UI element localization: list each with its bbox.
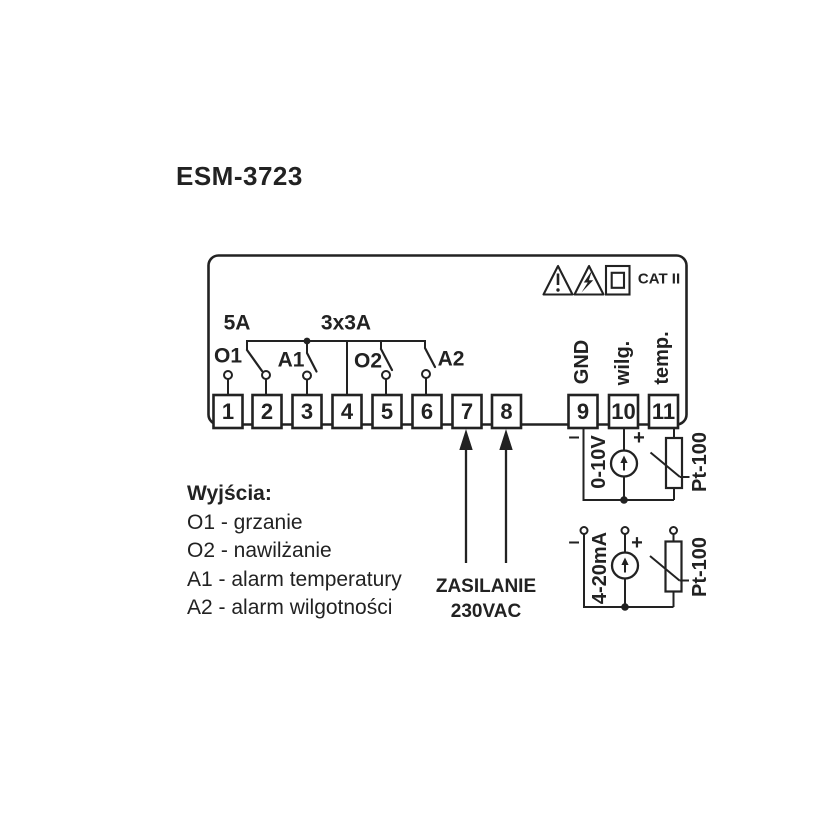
gnd-label: GND bbox=[571, 339, 593, 385]
voltage-probe-label: Pt-100 bbox=[689, 431, 711, 493]
terminal-9: 9 bbox=[576, 399, 590, 424]
output-a1-label: A1 bbox=[277, 348, 305, 372]
output-o2-label: O2 bbox=[353, 349, 383, 373]
power-supply-arrows bbox=[459, 429, 513, 563]
terminal-11: 11 bbox=[651, 399, 676, 424]
temperature-input-label: temp. bbox=[651, 331, 673, 385]
legend-item-o2: O2 - nawilżanie bbox=[187, 539, 332, 562]
current-plus-label: + bbox=[631, 532, 643, 554]
device-outline bbox=[207, 254, 688, 426]
legend-item-a2: A2 - alarm wilgotności bbox=[187, 596, 393, 619]
current-range-label: 4-20mA bbox=[589, 531, 611, 605]
cat-ii-label: CAT II bbox=[637, 270, 681, 288]
power-supply-line2: 230VAC bbox=[450, 601, 522, 622]
rating-5a-label: 5A bbox=[223, 311, 251, 335]
current-probe-label: Pt-100 bbox=[689, 536, 711, 598]
terminal-7: 7 bbox=[460, 399, 474, 424]
terminal-6: 6 bbox=[420, 399, 434, 424]
terminal-10: 10 bbox=[611, 399, 636, 424]
voltage-plus-label: + bbox=[633, 427, 645, 449]
terminal-3: 3 bbox=[300, 399, 314, 424]
current-sensor-circuit bbox=[579, 526, 689, 611]
terminal-8: 8 bbox=[500, 399, 513, 424]
rating-3x3a-label: 3x3A bbox=[320, 311, 372, 335]
voltage-sensor-circuit bbox=[582, 428, 690, 504]
outputs-legend: Wyjścia: O1 - grzanie O2 - nawilżanie A1… bbox=[187, 480, 402, 623]
relay-contacts bbox=[223, 337, 437, 396]
warning-triangle-icon bbox=[542, 264, 574, 296]
legend-item-o1: O1 - grzanie bbox=[187, 510, 303, 534]
terminal-5: 5 bbox=[380, 399, 394, 424]
voltage-range-label: 0-10V bbox=[588, 435, 610, 489]
page-title: ESM-3723 bbox=[176, 161, 303, 191]
high-voltage-triangle-icon bbox=[573, 264, 605, 296]
legend-item-a1: A1 - alarm temperatury bbox=[187, 567, 402, 591]
current-minus-label: – bbox=[568, 531, 580, 553]
terminal-4: 4 bbox=[340, 399, 354, 424]
legend-heading: Wyjścia: bbox=[187, 482, 272, 505]
humidity-input-label: wilg. bbox=[612, 340, 634, 386]
terminal-1: 1 bbox=[221, 399, 235, 424]
terminal-blocks bbox=[212, 393, 680, 430]
terminal-2: 2 bbox=[260, 399, 274, 424]
voltage-minus-label: – bbox=[568, 426, 580, 448]
power-supply-line1: ZASILANIE bbox=[435, 576, 537, 597]
class-ii-insulation-icon bbox=[604, 264, 631, 296]
power-supply-caption: ZASILANIE 230VAC bbox=[409, 574, 563, 624]
output-o1-label: O1 bbox=[213, 344, 243, 368]
output-a2-label: A2 bbox=[437, 347, 465, 371]
